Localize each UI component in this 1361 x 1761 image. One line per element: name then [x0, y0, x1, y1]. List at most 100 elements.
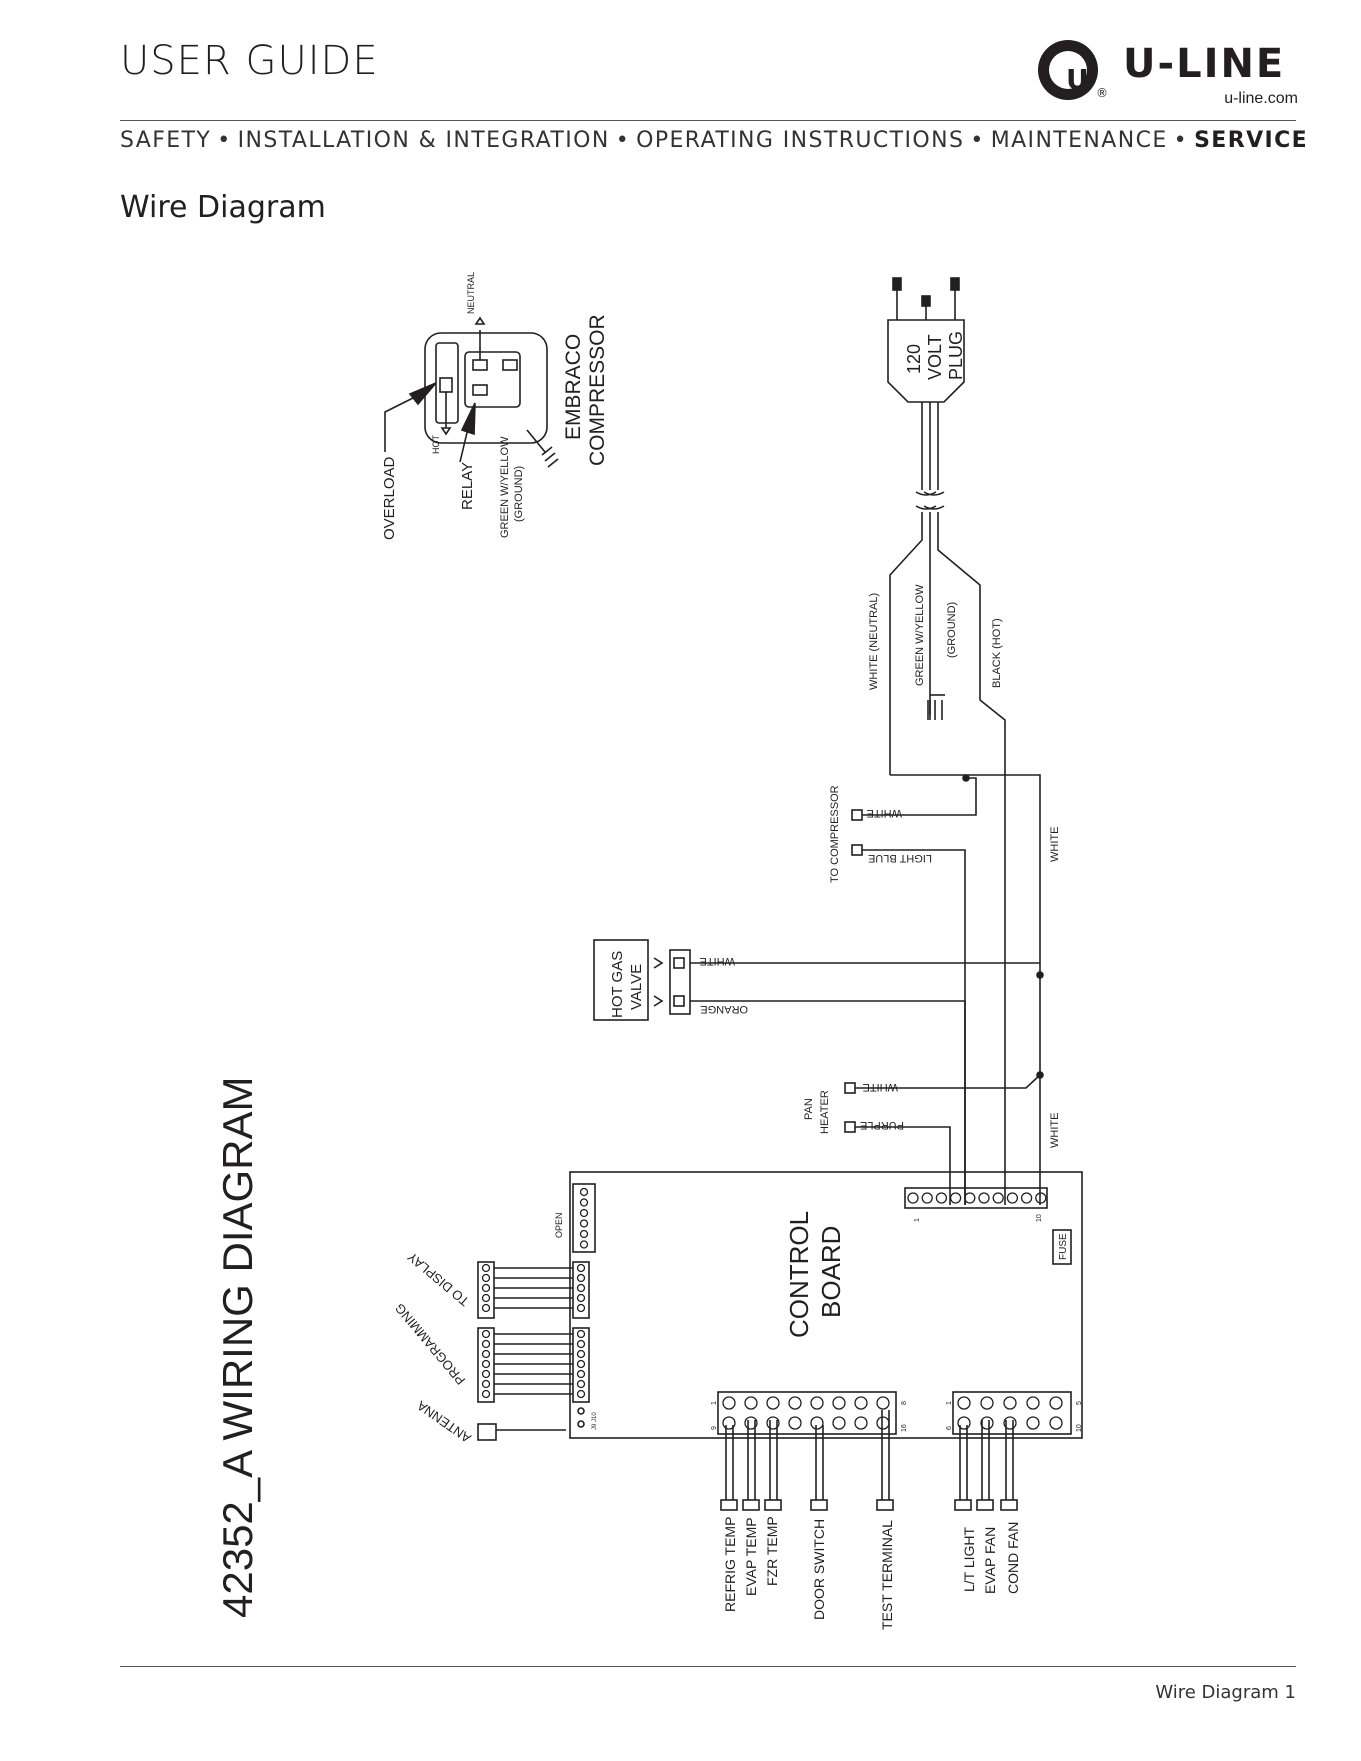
- display-pin: [576, 1273, 586, 1283]
- hot-gas-valve-line2: VALVE: [628, 964, 645, 1010]
- plug-label-line1: 120: [904, 344, 924, 374]
- plug-label-line2: VOLT: [925, 334, 945, 380]
- pan-heater-wire2: PURPLE: [860, 1119, 904, 1131]
- control-board-line1: CONTROL: [784, 1211, 814, 1338]
- compressor-neutral-label: NEUTRAL: [466, 272, 476, 314]
- brand-name: U-LINE: [1123, 41, 1286, 87]
- programming-pin: [481, 1329, 491, 1339]
- programming-pin: [481, 1379, 491, 1389]
- display-pin: [481, 1263, 491, 1273]
- programming-pin: [481, 1349, 491, 1359]
- connector-b-pin: [980, 1416, 994, 1430]
- terminal-pin: [964, 1192, 976, 1204]
- bottom-label-lt-light: L/T LIGHT: [961, 1526, 977, 1592]
- connector-b-pin: [957, 1396, 971, 1410]
- bottom-label-test-terminal: TEST TERMINAL: [879, 1520, 895, 1630]
- connector-a-pin: [810, 1396, 824, 1410]
- conn-b-pin-6-label: 6: [946, 1426, 953, 1430]
- programming-label: PROGRAMMING: [392, 1301, 468, 1388]
- cord-neutral-label: WHITE (NEUTRAL): [868, 593, 880, 690]
- cord-ground-line1: GREEN W/YELLOW: [914, 584, 926, 686]
- programming-pin: [576, 1329, 586, 1339]
- compressor-ground-line1: GREEN W/YELLOW: [499, 436, 511, 538]
- brand-logo[interactable]: U ® U-LINE u-line.com: [1038, 38, 1298, 110]
- terminal-pin: [935, 1192, 948, 1204]
- programming-pin: [576, 1369, 586, 1379]
- connector-b-pin: [1026, 1416, 1040, 1430]
- programming-pin: [481, 1389, 491, 1399]
- nav-separator: •: [217, 128, 232, 153]
- display-pin: [576, 1283, 586, 1293]
- cord-hot-label: BLACK (HOT): [991, 618, 1003, 688]
- nav-separator: •: [970, 128, 985, 153]
- conn-b-pin-10-label: 10: [1076, 1424, 1083, 1432]
- connector-a-pin: [744, 1416, 758, 1430]
- connector-a-pin: [766, 1416, 780, 1430]
- programming-pin: [481, 1359, 491, 1369]
- hot-gas-valve-line1: HOT GAS: [609, 951, 626, 1018]
- brand-logo-icon: U: [1038, 40, 1098, 100]
- section-nav: SAFETY•INSTALLATION & INTEGRATION•OPERAT…: [120, 128, 1307, 153]
- nav-item-operating[interactable]: OPERATING INSTRUCTIONS: [636, 128, 965, 153]
- control-board-symbol: [477, 1171, 1083, 1441]
- programming-pin: [576, 1339, 586, 1349]
- header-divider: [120, 120, 1296, 121]
- compressor-name-line1: EMBRACO: [562, 334, 585, 440]
- programming-pin: [481, 1339, 491, 1349]
- footer-divider: [120, 1666, 1296, 1667]
- bottom-label-evap-temp: EVAP TEMP: [743, 1517, 759, 1596]
- connector-a-pin: [832, 1396, 846, 1410]
- open-connector-pin: [579, 1198, 589, 1207]
- programming-pin: [576, 1389, 586, 1399]
- nav-item-installation[interactable]: INSTALLATION & INTEGRATION: [237, 128, 610, 153]
- page-footer: Wire Diagram 1: [1155, 1682, 1296, 1703]
- connector-a-pin: [744, 1396, 758, 1410]
- nav-item-maintenance[interactable]: MAINTENANCE: [990, 128, 1168, 153]
- diagram-title: 42352_A WIRING DIAGRAM: [214, 1076, 261, 1618]
- pan-heater-wire1: WHITE: [863, 1081, 898, 1093]
- display-pin: [576, 1303, 586, 1313]
- connector-a-pin: [832, 1416, 846, 1430]
- page-title: USER GUIDE: [120, 38, 379, 84]
- top-pin-1-label: 1: [914, 1218, 921, 1222]
- pan-heater-line2: HEATER: [819, 1090, 831, 1134]
- white-bus-label-1: WHITE: [1049, 827, 1061, 862]
- connector-a-pin: [810, 1416, 824, 1430]
- j9-j10-label: J9 J10: [592, 1412, 598, 1430]
- connector-a-pin: [854, 1416, 868, 1430]
- connector-b-pin: [1049, 1416, 1063, 1430]
- white-bus-label-2: WHITE: [1049, 1113, 1061, 1148]
- connector-a-pin: [788, 1396, 802, 1410]
- conn-a-pin-1-label: 1: [711, 1401, 718, 1405]
- nav-separator: •: [615, 128, 631, 153]
- connector-b-pin: [1049, 1396, 1063, 1410]
- display-pin: [481, 1273, 491, 1283]
- brand-mark: U: [1066, 63, 1089, 96]
- connector-b-pin: [1003, 1396, 1017, 1410]
- pan-heater-line1: PAN: [803, 1098, 815, 1120]
- to-compressor-leads: [851, 809, 863, 856]
- white-bus: [862, 774, 1041, 1205]
- connector-a-pin: [722, 1416, 736, 1430]
- connector-b-pin: [1003, 1416, 1017, 1430]
- programming-pin: [576, 1349, 586, 1359]
- conn-a-pin-9-label: 9: [711, 1426, 718, 1430]
- connector-b-pin: [980, 1396, 994, 1410]
- programming-pin: [576, 1359, 586, 1369]
- conn-b-pin-5-label: 5: [1076, 1401, 1083, 1405]
- hot-gas-valve-symbol: [593, 939, 1044, 1205]
- terminal-pin: [992, 1192, 1004, 1204]
- nav-separator: •: [1173, 128, 1189, 153]
- nav-item-safety[interactable]: SAFETY: [120, 128, 212, 153]
- bottom-label-fzr-temp: FZR TEMP: [764, 1516, 780, 1586]
- open-connector-pin: [579, 1229, 589, 1239]
- programming-pin: [481, 1369, 491, 1379]
- nav-item-service[interactable]: SERVICE: [1194, 128, 1309, 153]
- terminal-pin: [921, 1192, 933, 1204]
- section-heading: Wire Diagram: [120, 190, 326, 225]
- sensor-leads: [720, 1410, 1018, 1511]
- brand-url[interactable]: u-line.com: [1224, 90, 1298, 107]
- connector-b-pin: [1026, 1396, 1040, 1410]
- connector-b-pin: [957, 1416, 971, 1430]
